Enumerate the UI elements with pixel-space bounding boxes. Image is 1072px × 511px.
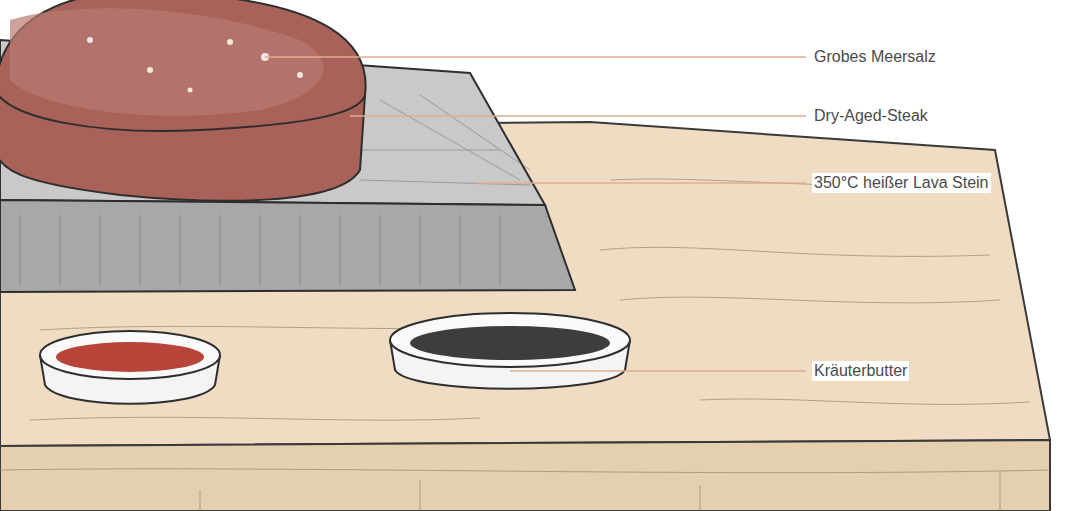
sauce-bowl [40,331,220,404]
butter-bowl [390,313,630,389]
steak [0,0,366,201]
leader-line [510,370,806,372]
leader-line [475,182,806,184]
steak-top [10,8,323,116]
callout-label: 350°C heißer Lava Stein [812,173,991,193]
callout-label: Dry-Aged-Steak [812,106,930,126]
stone-front [0,200,575,292]
leader-line [350,115,806,117]
wood-grain [0,179,1050,511]
board-front [0,440,1050,511]
salt-crystals [87,37,303,93]
leader-line [265,56,806,58]
leader-lines [265,57,806,371]
callout-label: Grobes Meersalz [812,47,938,67]
callout-label: Kräuterbutter [812,361,909,381]
